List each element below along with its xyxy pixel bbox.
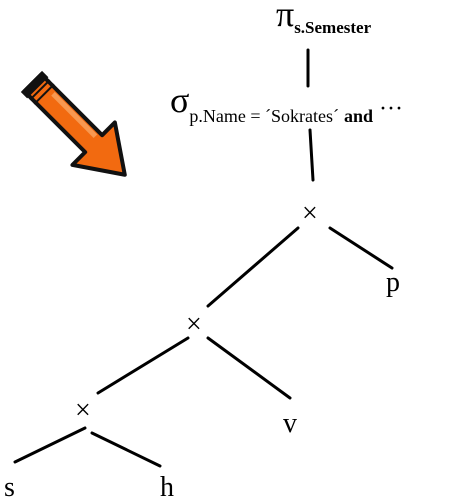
selection-condition: p.Name = ´Sokrates´ <box>189 106 339 126</box>
edge-cross-mid-cross-low <box>96 336 190 395</box>
orange-arrow-icon <box>20 70 127 177</box>
relation-v: v <box>283 408 297 439</box>
selection-ellipsis: ··· <box>379 96 403 122</box>
cross-product-low: × <box>75 395 91 426</box>
relation-p: p <box>386 267 400 298</box>
relation-s: s <box>4 472 15 502</box>
edge-cross-mid-v <box>206 336 292 400</box>
cross-product-top: × <box>302 198 318 229</box>
edge-cross-low-h <box>90 431 162 468</box>
edge-selection-cross-top <box>308 128 315 182</box>
edge-cross-low-s <box>13 426 87 464</box>
selection-node: σp.Name = ´Sokrates´and ··· <box>170 80 403 126</box>
projection-node: πs.Semester <box>276 0 372 37</box>
cross-product-middle: × <box>186 309 202 340</box>
projection-attribute: s.Semester <box>294 18 371 37</box>
edge-cross-top-p <box>328 226 394 270</box>
relation-h: h <box>160 472 174 502</box>
edge-cross-top-cross-mid <box>206 226 300 308</box>
projection-symbol: π <box>276 0 294 34</box>
selection-connector: and <box>344 106 373 126</box>
selection-symbol: σ <box>170 80 189 120</box>
